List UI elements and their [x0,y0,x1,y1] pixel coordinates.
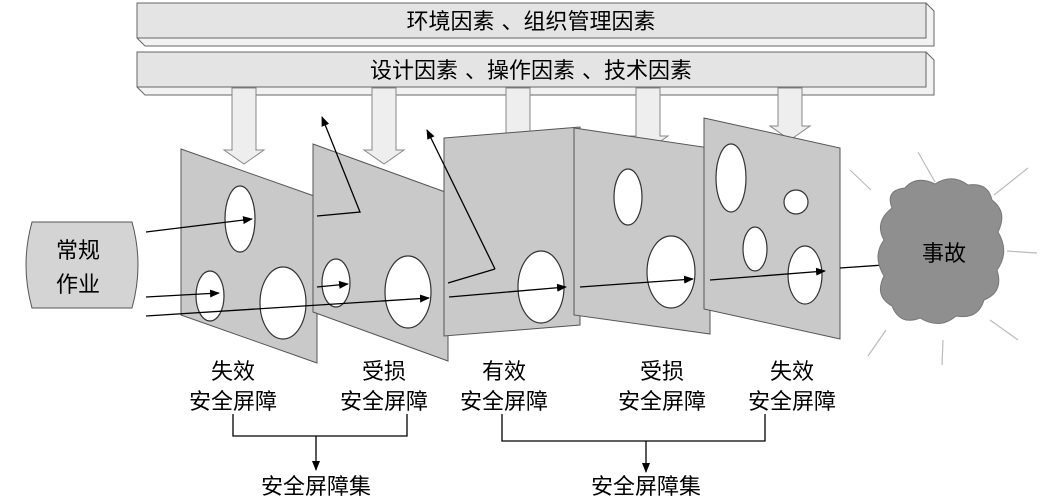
trajectory-arrow-deflected-1 [316,116,361,217]
barrier-2-status: 受损 [362,360,406,385]
group-1-label: 安全屏障集 [261,475,371,500]
trajectory-arrow-deflected-2 [426,129,496,270]
influence-down-arrow [222,87,266,165]
barrier-5-label: 安全屏障 [748,390,836,415]
barrier-hole [715,143,747,213]
hazard-trajectories [145,116,899,317]
accident-cloud [877,178,1005,324]
barrier-hole [646,235,696,309]
trajectory-segment [447,268,496,284]
barrier-1-status: 失效 [211,360,255,385]
barrier-3-label: 安全屏障 [460,390,548,415]
accident-burst: 事故 [849,151,1038,366]
barrier-panel-5 [703,117,841,340]
trajectory-arrow-2 [145,289,220,298]
burst-rays [849,151,1038,366]
barrier-4-status: 受损 [640,360,684,385]
barrier-hole [321,258,351,308]
barrier-hole [224,185,256,253]
header-bar-top-label: 环境因素 、组织管理因素 [407,10,656,35]
barrier-panel-1 [180,148,318,364]
trajectory-arrow-main-d [709,267,826,281]
barrier-hole [195,270,225,322]
barrier-hole [384,255,432,329]
factor-influence-arrows [222,87,812,165]
influence-down-arrow [362,87,406,165]
barrier-labels: 失效 安全屏障 受损 安全屏障 有效 安全屏障 受损 安全屏障 失效 安全屏障 [189,360,836,415]
routine-work-source: 常规 作业 [25,221,139,309]
header-bar-top: 环境因素 、组织管理因素 [136,2,935,47]
barrier-panel-3 [443,126,581,337]
barrier-hole [783,189,809,215]
barrier-hole [742,226,768,272]
influence-down-arrow [768,87,812,141]
barrier-2-label: 安全屏障 [340,390,428,415]
trajectory-arrow-main-a [145,294,430,317]
barrier-5-status: 失效 [770,360,814,385]
source-label-line1: 常规 [56,239,100,264]
barrier-3-status: 有效 [482,360,526,385]
trajectory-arrow-1 [145,216,253,233]
barrier-hole [787,245,823,305]
header-bar-second-label: 设计因素 、操作因素 、技术因素 [370,59,692,84]
barrier-hole [259,266,307,340]
trajectory-arrow-3 [316,280,349,289]
source-label-line2: 作业 [56,273,100,298]
group-2-label: 安全屏障集 [591,475,701,500]
barrier-1-label: 安全屏障 [189,390,277,415]
group-bracket-2 [501,414,766,473]
barrier-hole [613,168,643,226]
barrier-4-label: 安全屏障 [618,390,706,415]
trajectory-arrow-main-c [579,275,694,288]
header-bar-second: 设计因素 、操作因素 、技术因素 [136,51,935,96]
trajectory-arrow-main-b [448,283,567,298]
barrier-panel-4 [573,127,711,335]
barrier-hole [517,250,565,324]
accident-label: 事故 [922,242,966,267]
barrier-panel-2 [312,143,449,362]
group-bracket-1 [232,414,408,471]
